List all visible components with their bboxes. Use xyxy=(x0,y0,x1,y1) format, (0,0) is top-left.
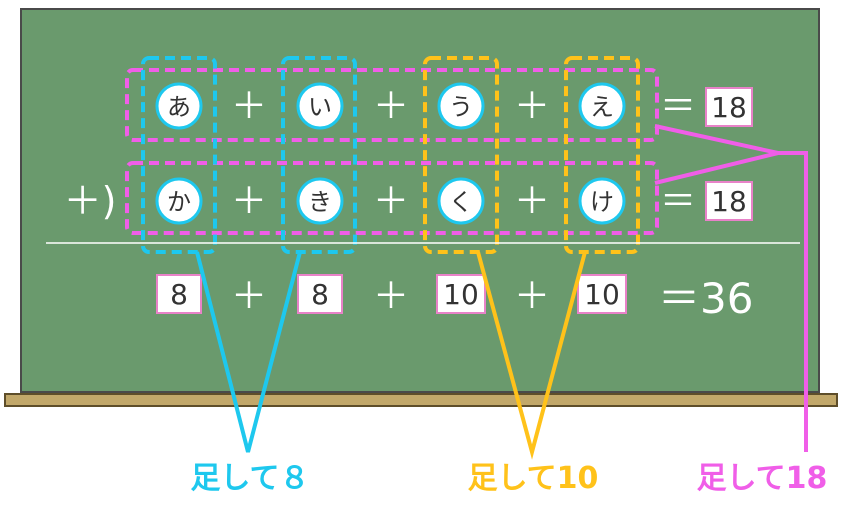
row3-total: ＝36 xyxy=(658,274,753,323)
chalkboard-ledge xyxy=(4,393,838,407)
row3-box-3-value: 10 xyxy=(443,278,479,311)
row2-result-box xyxy=(705,181,753,221)
pink-connector-stem xyxy=(778,151,808,452)
row1-plus-2: ＋ xyxy=(373,86,409,127)
row2-plus-2: ＋ xyxy=(373,181,409,222)
row3-box-4 xyxy=(577,274,627,314)
col2-blue-dashed-box xyxy=(281,56,357,254)
row2-circle-2-label: き xyxy=(308,188,332,216)
row3-box-1 xyxy=(156,274,202,314)
row1-circle-1: あ xyxy=(155,82,203,130)
label-add-to-18: 足して18 xyxy=(697,461,828,496)
row1-circle-3: う xyxy=(437,82,485,130)
row2-result: 18 xyxy=(711,185,747,218)
row2-pink-dashed-box xyxy=(125,161,659,235)
row1-circle-3-label: う xyxy=(449,93,473,121)
row3-box-2-value: 8 xyxy=(311,278,329,311)
row3-box-1-value: 8 xyxy=(170,278,188,311)
row2-circle-3-label: く xyxy=(449,188,473,216)
row2-circle-1: か xyxy=(155,177,203,225)
col3-orange-dashed-box xyxy=(423,56,499,254)
row1-circle-1-label: あ xyxy=(167,93,191,121)
row1-result: 18 xyxy=(711,91,747,124)
chalkboard xyxy=(20,8,820,393)
row1-circle-2-label: い xyxy=(308,93,332,121)
row3-box-3 xyxy=(436,274,486,314)
row3-plus-3: ＋ xyxy=(514,276,550,317)
row2-equals: ＝ xyxy=(660,181,696,222)
row2-circle-2: き xyxy=(296,177,344,225)
col1-blue-dashed-box xyxy=(141,56,217,254)
row3-plus-2: ＋ xyxy=(373,276,409,317)
row1-pink-dashed-box xyxy=(125,68,659,142)
row2-plus-1: ＋ xyxy=(231,181,267,222)
row2-circle-3: く xyxy=(437,177,485,225)
label-add-to-8: 足して８ xyxy=(190,461,309,496)
row2-plus-3: ＋ xyxy=(514,181,550,222)
pink-connector xyxy=(654,124,779,185)
row1-result-box xyxy=(705,87,753,127)
blue-connector xyxy=(195,251,302,453)
row2-circle-1-label: か xyxy=(167,188,191,216)
row2-plus-prefix: ＋) xyxy=(64,179,117,223)
row2-circle-4: け xyxy=(578,177,626,225)
row2-circle-4-label: け xyxy=(590,188,614,216)
col4-orange-dashed-box xyxy=(564,56,640,254)
row3-plus-1: ＋ xyxy=(231,276,267,317)
orange-connector xyxy=(476,251,587,460)
row3-box-4-value: 10 xyxy=(584,278,620,311)
row3-box-2 xyxy=(297,274,343,314)
row1-plus-3: ＋ xyxy=(514,86,550,127)
row1-plus-1: ＋ xyxy=(231,86,267,127)
row1-circle-4: え xyxy=(578,82,626,130)
row1-equals: ＝ xyxy=(660,86,696,127)
row1-circle-2: い xyxy=(296,82,344,130)
label-add-to-10: 足して10 xyxy=(468,461,599,496)
row1-circle-4-label: え xyxy=(590,93,614,121)
